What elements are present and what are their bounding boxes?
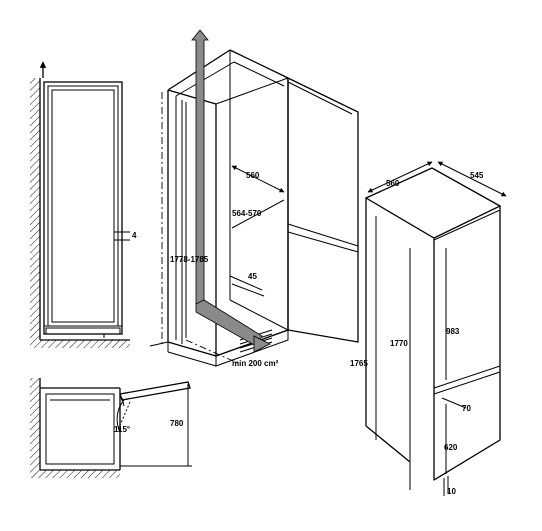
top-section-view: 115° 780 [30,378,192,478]
niche-height-label: 1778-1785 [170,255,209,264]
body-height-label: 1770 [390,339,408,348]
airflow-arrow-icon [191,29,237,329]
niche-outline [43,81,123,335]
floor-hatch [30,340,130,348]
lower-door-label: 620 [444,443,458,452]
side-section-view: 4 [30,61,137,348]
upper-door-label: 983 [446,327,460,336]
appliance-top [45,393,115,465]
clearance-label: 780 [170,419,184,428]
upper-door [433,209,501,389]
cabinet-door [287,76,359,343]
open-door [119,381,191,401]
gap-label: 4 [132,231,137,240]
bottom-gap-label: 10 [447,487,456,496]
door-angle-label: 115° [114,425,130,434]
wall-hatch-lower [30,378,40,470]
appliance-depth-label: 545 [470,171,484,180]
niche-isometric-view: 560 564-570 1778-1785 45 min 200 cm² [149,29,359,368]
lower-door [433,371,501,481]
total-height-label: 1765 [350,359,368,368]
niche-width-label: 560 [246,171,260,180]
wall-hatch [30,78,40,340]
vent-label: min 200 cm² [232,359,279,368]
appliance-width-label: 560 [386,179,400,188]
angle-arc [116,399,125,433]
appliance-outline [47,85,119,327]
appliance-isometric-view: 560 545 1765 1770 983 70 620 10 [350,161,507,496]
offset-label: 45 [248,272,257,281]
door-gap-label: 70 [462,404,471,413]
niche-depth-label: 564-570 [232,209,262,218]
